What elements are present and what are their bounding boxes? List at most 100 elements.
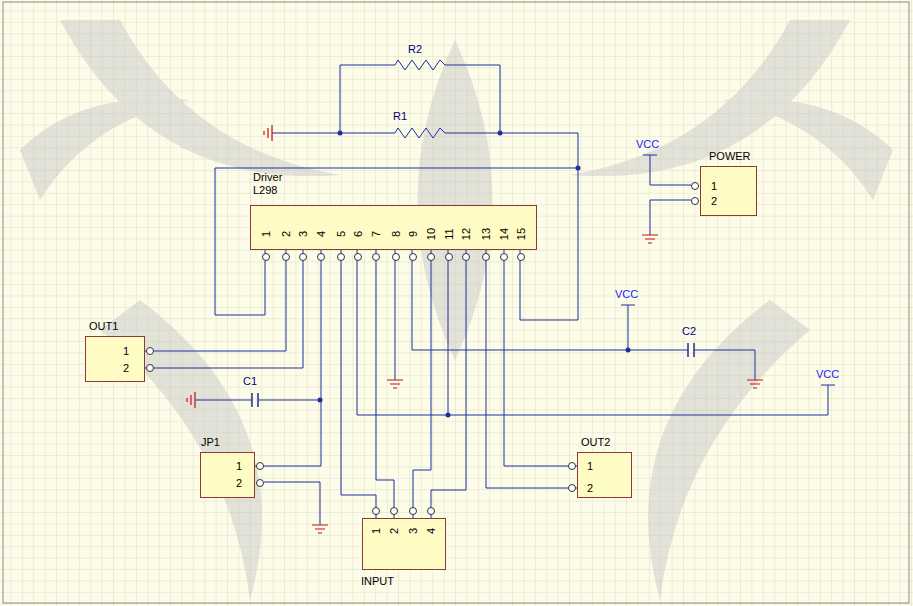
watermark-shape [100,300,262,600]
pin-number: 2 [280,231,293,237]
pin-terminal [692,198,699,205]
net-name: VCC [636,138,659,151]
pin-number: 1 [587,460,593,473]
input-connector: INPUT1234 [362,518,446,570]
pin-terminal [147,365,154,372]
pin-terminal [257,480,264,487]
pin-terminal [428,254,435,261]
pin-number: 1 [370,528,383,534]
wire-connector [145,250,286,351]
pin-number: 1 [123,345,129,358]
pin-terminal [428,508,435,515]
pin-number: 4 [425,528,438,534]
pin-number: 3 [297,231,310,237]
watermark-shape [570,20,850,176]
wire-connector [255,250,321,466]
pin-number: 12 [460,228,473,240]
pin-number: 11 [443,228,456,239]
pin-terminal [483,254,490,261]
part-name: C2 [682,325,696,338]
junction-dot [338,131,343,136]
pin-number: 2 [587,482,593,495]
ground-symbol [187,392,195,408]
pin-number: 2 [711,195,717,208]
pin-number: 15 [515,228,528,240]
pin-terminal [373,508,380,515]
part-name: R1 [393,110,407,123]
jumper-connector: JP112 [200,452,255,498]
wire-connector [341,250,376,518]
pin-terminal [373,254,380,261]
wire-connector [145,250,303,368]
driver-ic: Driver L298123456789101112131415 [250,205,537,250]
ground-symbol [312,525,328,533]
pin-number: 13 [480,228,493,240]
vss-supply-wire [412,250,755,380]
pin-terminal [463,254,470,261]
pin-number: 1 [260,231,273,237]
net-name: VCC [816,368,839,381]
sheet-frame [3,2,909,603]
wires [195,60,835,525]
pin-number: 3 [407,528,420,534]
pin-number: 14 [498,228,511,240]
junction-dot [498,131,503,136]
junction-dot [626,348,631,353]
net-name: VCC [615,288,638,301]
pin-number: 6 [352,231,365,237]
ground-symbol [264,125,272,141]
pin-terminal [355,254,362,261]
resistor-symbol [395,128,445,138]
pin-number: 7 [370,231,383,237]
wire-connector [413,250,431,518]
pin-terminal [391,508,398,515]
wire-connector [431,250,466,518]
watermark-shape [60,20,340,176]
ground-symbol [387,380,403,388]
pin-terminal [147,348,154,355]
part-name: OUT2 [581,436,610,449]
pin-terminal [446,254,453,261]
ground-symbol [642,235,658,243]
output-connector: OUT212 [577,452,632,498]
resistor-symbol [395,60,445,70]
pin-number: 9 [407,231,420,237]
wire-connector [504,250,577,466]
power-wire [643,155,691,235]
watermark-shape [20,99,190,200]
grounds [187,125,763,533]
capacitor-symbol [688,343,694,357]
ground-wire [395,250,396,380]
part-name: POWER [709,150,751,163]
watermark [20,20,893,600]
watermark-shape [418,40,493,360]
pin-terminal [263,254,270,261]
pin-terminal [393,254,400,261]
junction-dot [446,413,451,418]
pin-terminal [692,183,699,190]
pin-terminal [410,508,417,515]
pin-number: 1 [236,460,242,473]
pin-terminal [300,254,307,261]
part-name: R2 [408,43,422,56]
part-name: OUT1 [89,320,118,333]
pin-number: 2 [388,528,401,534]
junction-dot [318,398,323,403]
pin-terminal [569,463,576,470]
pin-number: 8 [390,231,403,237]
pin-terminal [518,254,525,261]
power-connector: POWER12 [700,166,757,216]
pin-number: 2 [236,477,242,490]
pin-number: 1 [711,180,717,193]
pin-terminal [410,254,417,261]
junction-dot [576,166,581,171]
jp1-ground-wire [264,482,320,525]
vs-supply-wire [357,250,835,415]
wire-connector [376,250,394,518]
part-name: INPUT [361,575,394,588]
output-connector: OUT112 [85,336,145,382]
part-name: Driver L298 [253,171,282,197]
